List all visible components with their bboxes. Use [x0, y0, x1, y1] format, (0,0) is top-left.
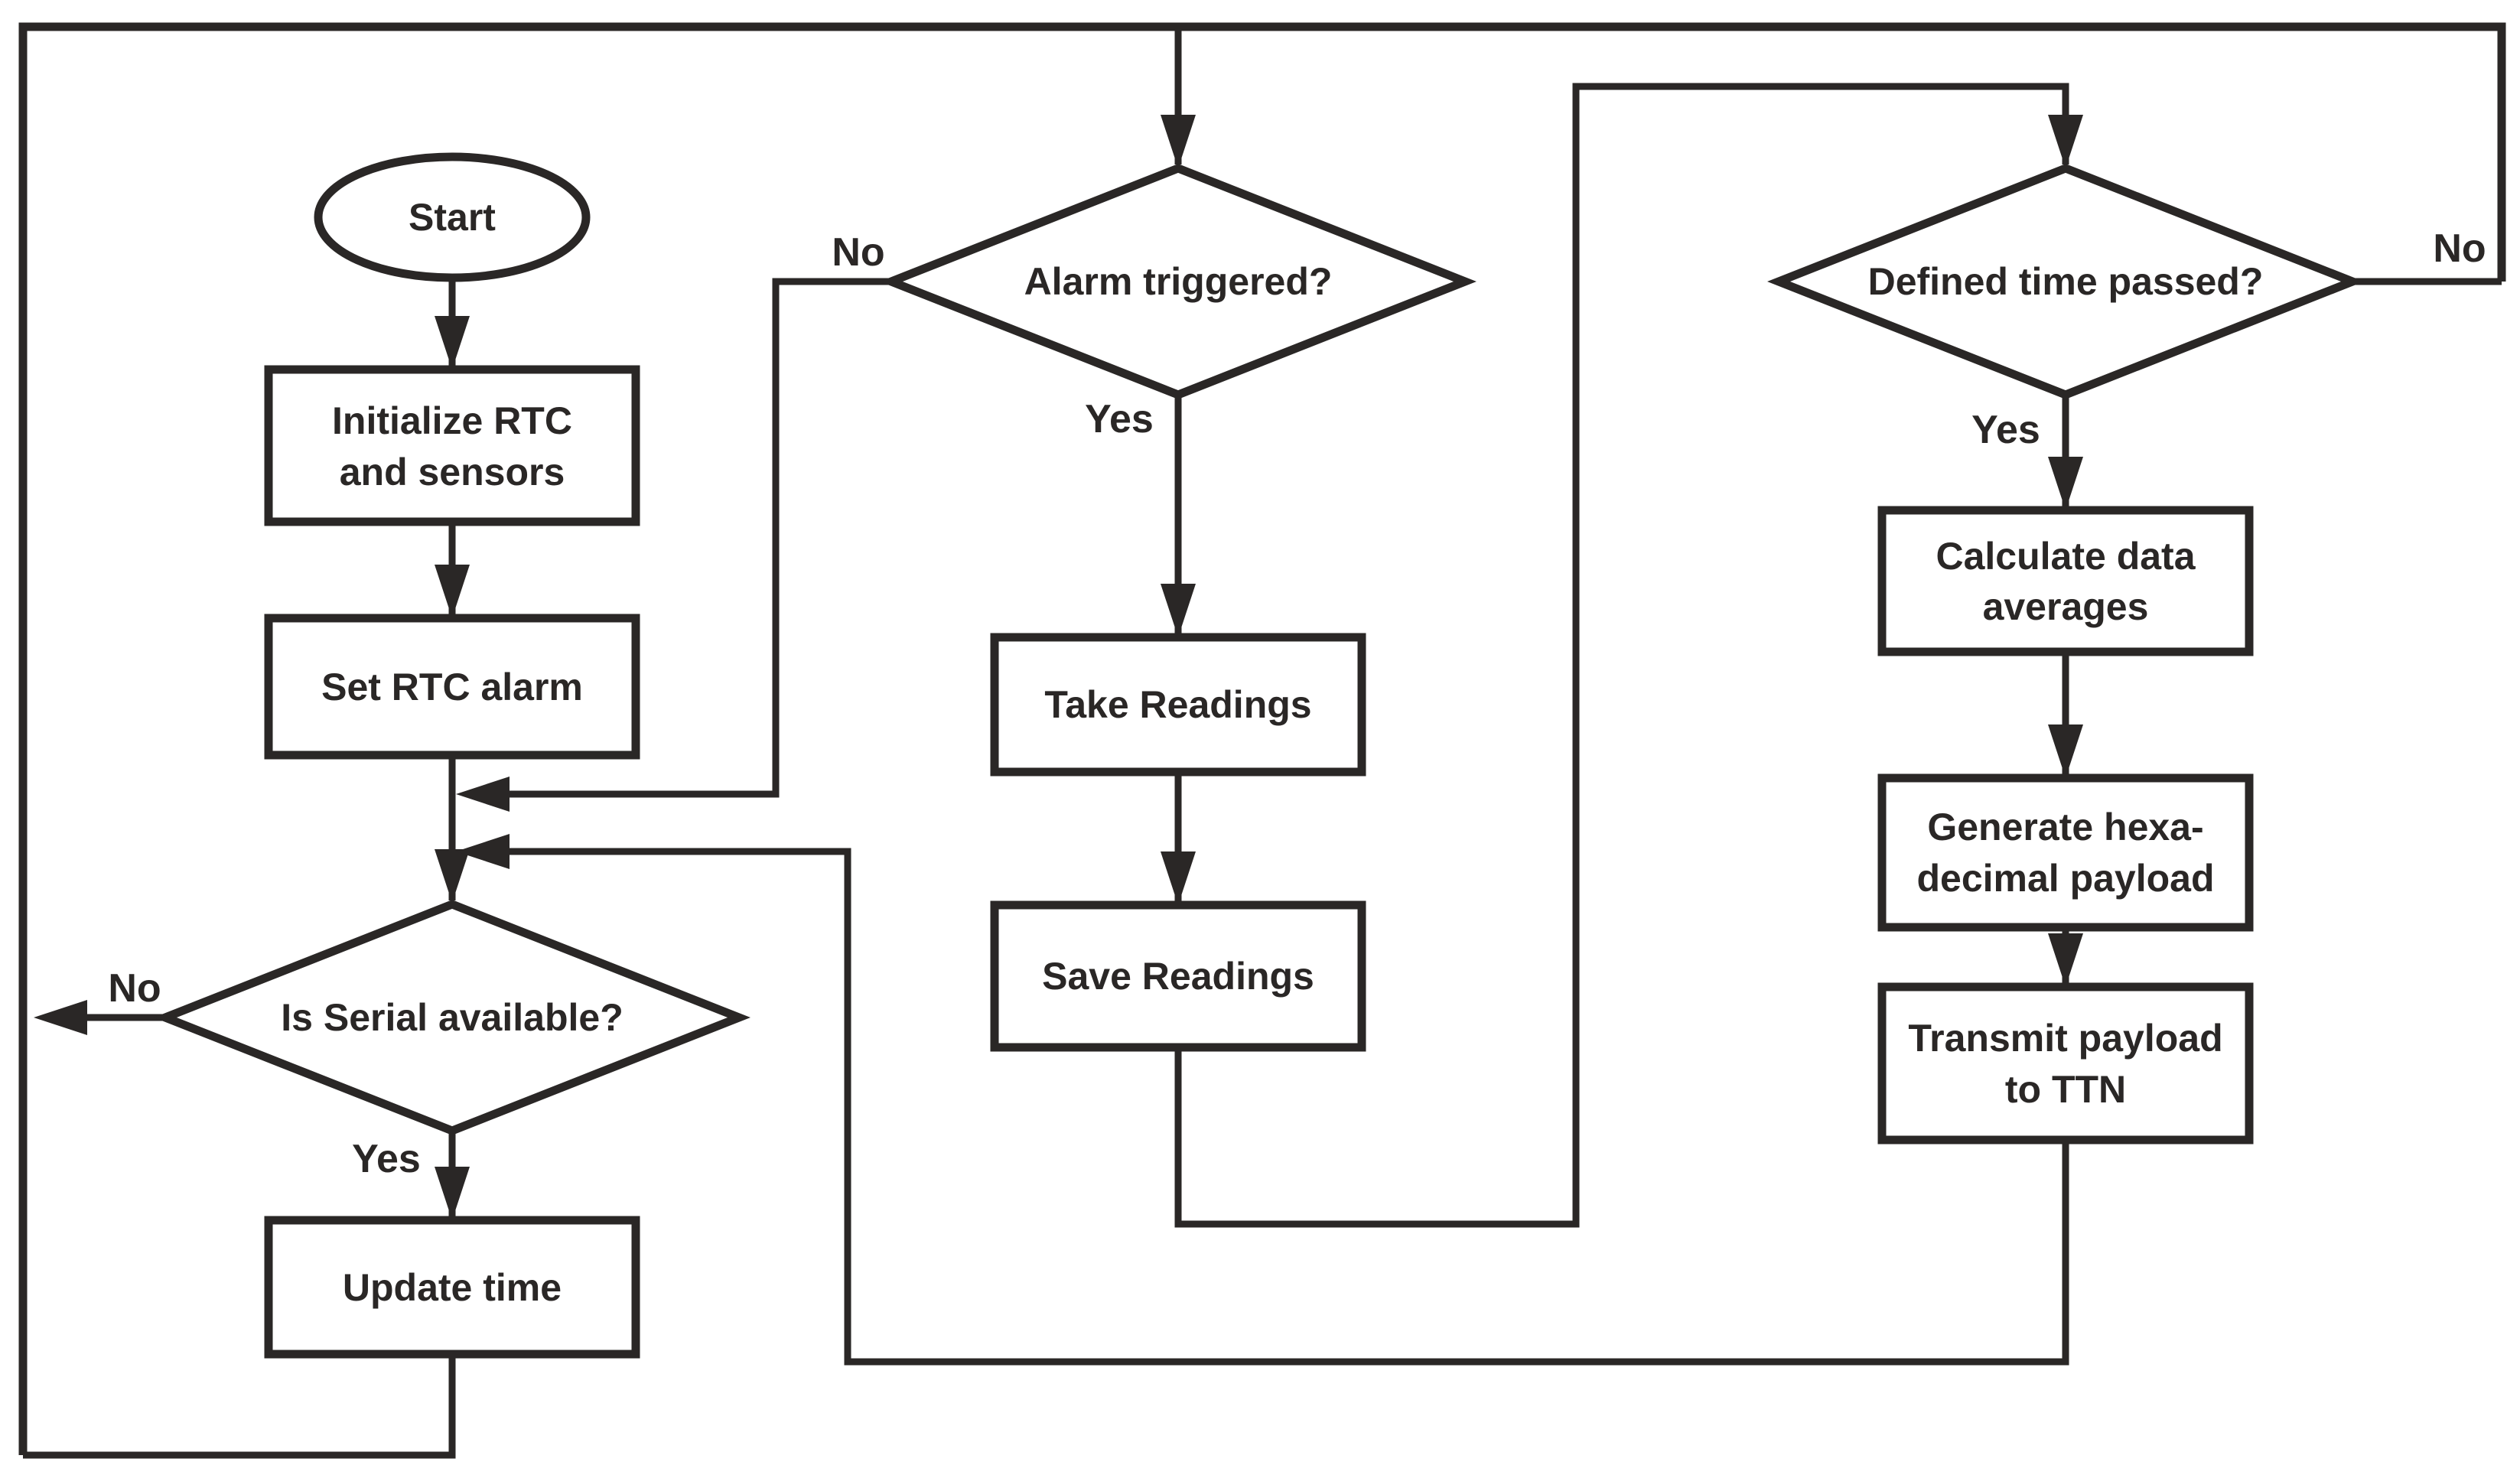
label-alarm-no: No — [832, 230, 884, 275]
edge-alarm-no-route — [467, 278, 891, 798]
arrowhead-into-gen — [2048, 724, 2083, 778]
edge-update-to-left-border — [23, 1354, 456, 1459]
arrowhead-into-alarm — [1161, 115, 1196, 168]
arrowhead-into-init — [435, 316, 470, 370]
label-init-rtc-line2: and sensors — [340, 451, 565, 493]
node-set-alarm — [264, 614, 640, 760]
node-start — [314, 152, 591, 282]
label-take-readings: Take Readings — [1044, 683, 1311, 726]
node-take-readings — [990, 633, 1366, 777]
arrowhead-into-serial — [435, 849, 470, 903]
node-save-readings — [990, 900, 1366, 1052]
edge-outer-return-loop — [18, 22, 2506, 1455]
label-transmit-line1: Transmit payload — [1908, 1017, 2222, 1060]
arrowhead-into-save — [1161, 851, 1196, 905]
node-update-time — [264, 1216, 640, 1359]
label-transmit-line2: to TTN — [2005, 1068, 2126, 1111]
node-calc-averages — [1877, 506, 2254, 656]
edge-transmit-return-route — [467, 848, 2069, 1366]
label-time-no: No — [2433, 226, 2486, 271]
label-update-time: Update time — [343, 1266, 562, 1309]
node-init-rtc — [264, 365, 640, 526]
label-time-yes: Yes — [1971, 408, 2040, 452]
label-time-passed: Defined time passed? — [1868, 260, 2264, 303]
arrowhead-into-transmit — [2048, 933, 2083, 987]
label-set-alarm: Set RTC alarm — [321, 666, 583, 708]
node-gen-payload — [1877, 773, 2254, 932]
label-init-rtc-line1: Initialize RTC — [332, 399, 572, 442]
label-alarm-yes: Yes — [1085, 397, 1154, 441]
node-alarm-triggered — [880, 164, 1477, 399]
arrowhead-serial-no — [34, 1000, 87, 1035]
label-alarm-triggered: Alarm triggered? — [1024, 260, 1333, 303]
edge-save-to-time-route — [1174, 83, 2069, 1228]
node-transmit — [1877, 982, 2254, 1145]
arrowhead-merge-transmit-loop — [456, 834, 510, 869]
arrowhead-into-time — [2048, 115, 2083, 168]
label-serial-no: No — [108, 966, 161, 1011]
label-serial-available: Is Serial available? — [281, 996, 623, 1039]
arrowhead-into-calc — [2048, 457, 2083, 510]
arrowhead-into-setalarm — [435, 565, 470, 618]
node-time-passed — [1767, 164, 2364, 399]
label-start: Start — [409, 196, 496, 239]
label-gen-payload-line2: decimal payload — [1916, 857, 2214, 900]
arrowhead-into-update — [435, 1167, 470, 1220]
arrowhead-merge-alarm-no — [456, 777, 510, 812]
node-serial-available — [154, 900, 750, 1135]
label-gen-payload-line1: Generate hexa- — [1927, 806, 2203, 848]
arrowhead-into-take — [1161, 584, 1196, 637]
label-calc-averages-line2: averages — [1983, 585, 2149, 628]
label-save-readings: Save Readings — [1042, 955, 1314, 998]
label-serial-yes: Yes — [352, 1137, 421, 1181]
label-calc-averages-line1: Calculate data — [1936, 535, 2196, 578]
